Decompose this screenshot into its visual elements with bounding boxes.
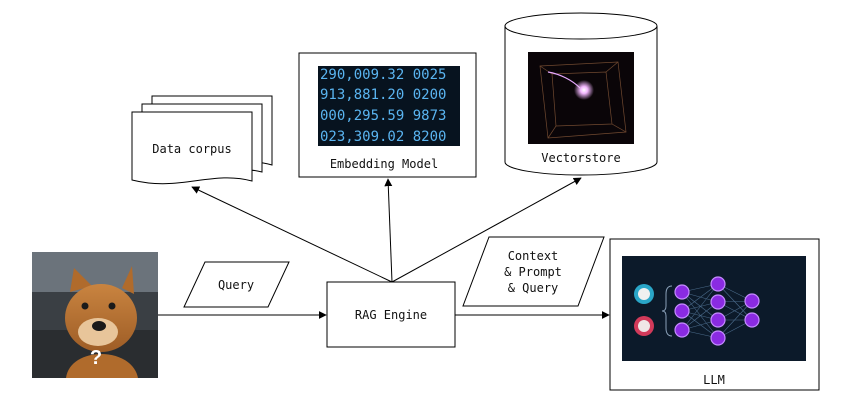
embedding-screen [318,66,460,146]
rag-engine-label: RAG Engine [355,308,427,322]
embedding-model-label: Embedding Model [330,157,438,171]
context-node: Context & Prompt & Query [462,236,605,307]
data-corpus-node: Data corpus [131,95,273,185]
arrow-rag-to-corpus [191,186,393,283]
context-line-3: & Query [508,281,559,295]
embedding-model-node: 290,009.32 0025 913,881.20 0200 000,295.… [298,52,477,178]
query-node: Query [183,261,290,308]
arrows [158,177,610,319]
vectorstore-label: Vectorstore [541,151,620,165]
embedding-line-3: 000,295.59 9873 [320,108,446,124]
rag-engine-node: RAG Engine [326,281,456,348]
llm-node: LLM [609,238,820,391]
neural-network-image [622,256,806,361]
query-label: Query [218,278,254,292]
vectorstore-node: Vectorstore [504,12,658,176]
arrow-rag-to-embedding [384,178,393,283]
embedding-line-1: 290,009.32 0025 [320,67,446,83]
context-line-2: & Prompt [504,265,562,279]
embedding-line-2: 913,881.20 0200 [320,87,446,103]
user-node: ? [32,252,158,378]
arrow-rag-to-vectorstore [391,177,582,283]
user-question-mark: ? [90,347,102,369]
embedding-line-4: 023,309.02 8200 [320,129,446,145]
context-line-1: Context [508,249,559,263]
llm-label: LLM [703,373,725,387]
data-corpus-label: Data corpus [152,142,231,156]
